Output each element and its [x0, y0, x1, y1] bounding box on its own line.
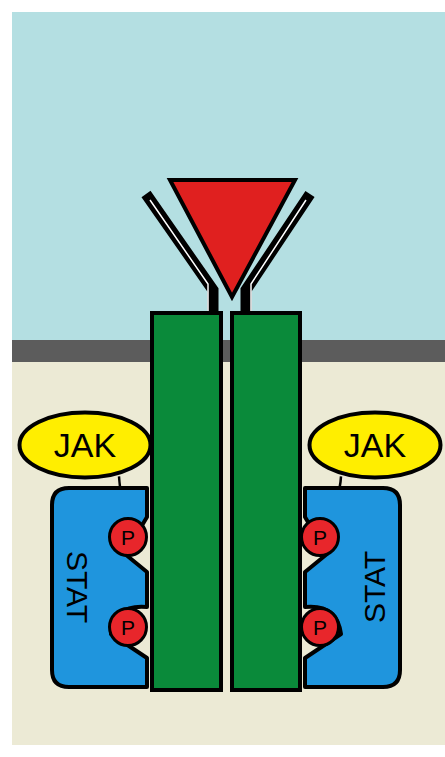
- receptor-chain: [152, 313, 221, 690]
- receptor-chain: [232, 313, 300, 690]
- phosphate-circle: P: [108, 607, 148, 647]
- protein-label: STAT: [62, 551, 92, 623]
- phosphate-label: P: [121, 527, 135, 548]
- protein-label: JAK: [54, 428, 116, 462]
- phosphate-circle: P: [300, 517, 340, 557]
- phosphate-label: P: [313, 527, 327, 548]
- extracellular-space: [12, 12, 445, 342]
- phosphate-label: P: [121, 617, 135, 638]
- protein-label: JAK: [344, 428, 406, 462]
- phosphate-circle: P: [300, 607, 340, 647]
- ligand: [170, 180, 295, 297]
- stat-protein: STAT: [300, 482, 405, 692]
- jak-kinase: JAK: [307, 410, 443, 480]
- cytoplasm: [12, 362, 445, 745]
- jak-kinase: JAK: [17, 410, 153, 480]
- cell-membrane: [12, 340, 445, 362]
- phosphate-label: P: [313, 617, 327, 638]
- stat-protein: STAT: [47, 482, 152, 692]
- phosphate-circle: P: [108, 517, 148, 557]
- protein-label: STAT: [360, 551, 390, 623]
